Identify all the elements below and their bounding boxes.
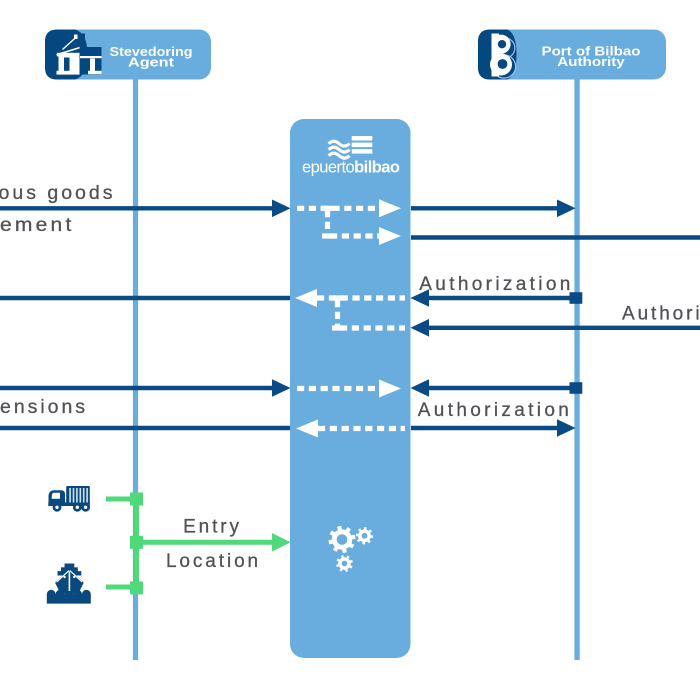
svg-text:Authorization: Authorization	[419, 274, 573, 295]
svg-text:Authority: Authority	[557, 54, 625, 69]
svg-text:ous goods: ous goods	[0, 183, 116, 204]
svg-text:Port of Bilbao: Port of Bilbao	[542, 43, 641, 58]
svg-text:Agent: Agent	[128, 54, 175, 69]
svg-text:Authorization: Authorization	[418, 400, 572, 421]
svg-text:ensions: ensions	[0, 397, 88, 418]
svg-text:epuertobilbao: epuertobilbao	[302, 159, 400, 177]
svg-text:ement: ement	[0, 215, 75, 236]
svg-text:Entry: Entry	[183, 517, 242, 538]
svg-text:Stevedoring: Stevedoring	[110, 44, 193, 59]
svg-text:Authorization: Authorization	[622, 304, 700, 325]
svg-text:Location: Location	[166, 551, 261, 572]
